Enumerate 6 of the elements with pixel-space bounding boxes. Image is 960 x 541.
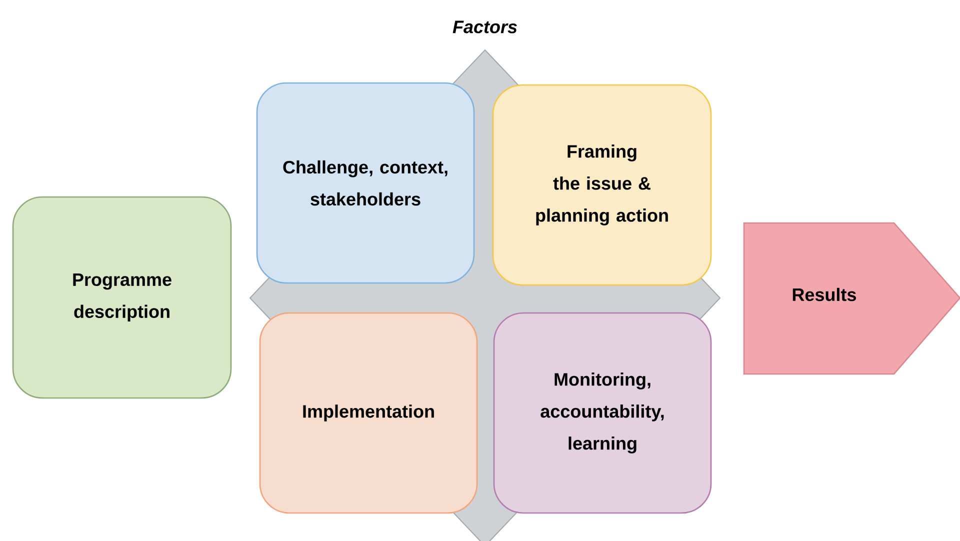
process-box: Challenge, context, stakeholders — [256, 82, 475, 284]
process-box: Implementation — [259, 312, 478, 514]
process-box: Monitoring, accountability, learning — [493, 312, 712, 514]
process-box: Programme description — [12, 196, 232, 399]
process-box: Framing the issue & planning action — [492, 84, 712, 286]
title: Factors — [452, 20, 517, 34]
